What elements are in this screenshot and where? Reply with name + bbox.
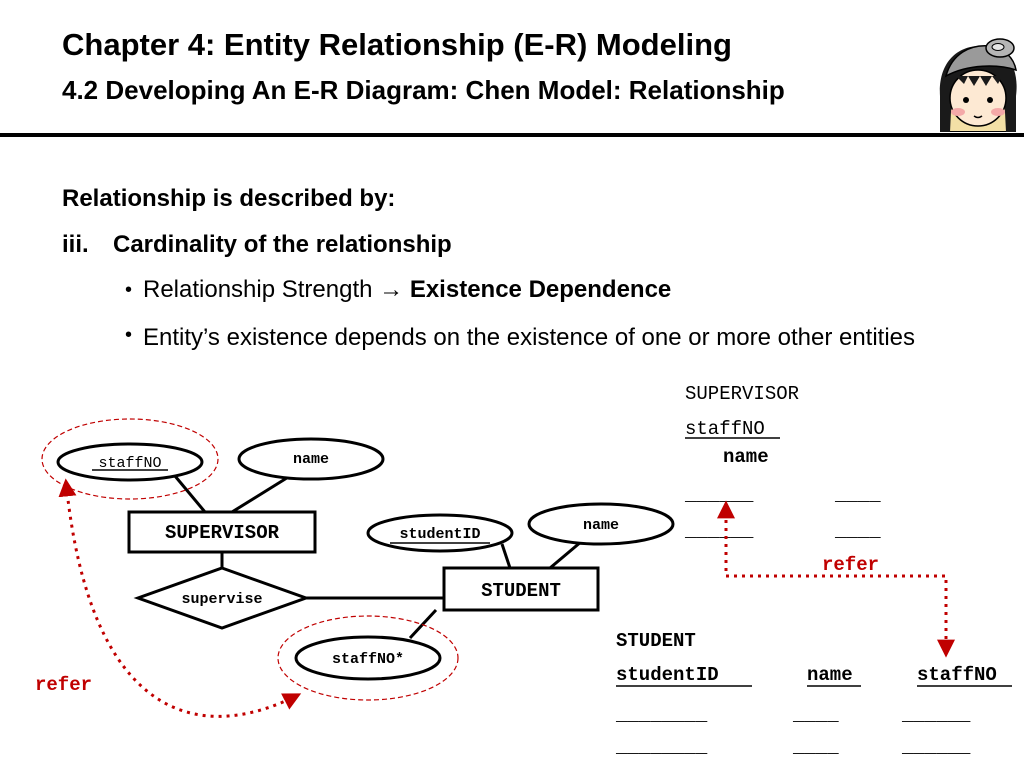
bullet1-bold: Existence Dependence bbox=[409, 276, 672, 303]
schema-student-cell: ______ bbox=[901, 736, 971, 758]
bullet-dot: • bbox=[125, 324, 133, 346]
schema-student-cell: ________ bbox=[615, 736, 708, 758]
entity-student: STUDENT bbox=[442, 566, 600, 612]
entity-student-label: STUDENT bbox=[481, 580, 561, 602]
title-divider bbox=[0, 133, 1024, 137]
schema-supervisor-cell: ____ bbox=[834, 484, 881, 506]
schema-student-col-name: name bbox=[807, 664, 853, 686]
slide-subtitle: 4.2 Developing An E-R Diagram: Chen Mode… bbox=[62, 75, 785, 105]
attr-staffno-label: staffNO bbox=[98, 455, 161, 472]
bullet-relationship-strength: Relationship Strength → Existence Depend… bbox=[143, 275, 671, 305]
schema-supervisor-cell: ______ bbox=[684, 484, 754, 506]
schema-student-col-staffno: staffNO bbox=[917, 664, 997, 686]
item-number: iii. bbox=[62, 231, 89, 258]
refer-arrow-right bbox=[717, 500, 955, 658]
attr-staffno-fk: staffNO* bbox=[294, 635, 442, 681]
schema-student: STUDENT studentID name staffNO ________ … bbox=[615, 630, 1012, 758]
lead-text: Relationship is described by: bbox=[62, 185, 396, 212]
refer-label-right: refer bbox=[822, 554, 879, 576]
schema-supervisor-cell: ______ bbox=[684, 520, 754, 542]
attr-student-name: name bbox=[527, 502, 675, 546]
item-text: Cardinality of the relationship bbox=[113, 231, 452, 258]
schema-student-cell: ____ bbox=[792, 736, 839, 758]
schema-student-cell: ______ bbox=[901, 704, 971, 726]
schema-student-cell: ________ bbox=[615, 704, 708, 726]
attr-studentid: studentID bbox=[366, 513, 514, 553]
schema-supervisor: SUPERVISOR staffNO name ______ ____ ____… bbox=[684, 383, 881, 542]
schema-supervisor-title: SUPERVISOR bbox=[685, 383, 799, 405]
schema-student-col-studentid: studentID bbox=[616, 664, 719, 686]
entity-supervisor: SUPERVISOR bbox=[127, 510, 317, 554]
relationship-supervise-label: supervise bbox=[181, 591, 262, 608]
right-arrow-icon: → bbox=[379, 276, 404, 303]
relationship-supervise: supervise bbox=[133, 566, 311, 630]
fk-highlight-circle bbox=[277, 615, 459, 701]
attr-supervisor-name: name bbox=[237, 437, 385, 481]
schema-student-title: STUDENT bbox=[616, 630, 696, 652]
slide-title: Chapter 4: Entity Relationship (E-R) Mod… bbox=[62, 27, 732, 62]
mascot-logo-icon bbox=[939, 38, 1017, 132]
attr-staffno: staffNO bbox=[56, 442, 204, 482]
schema-supervisor-cell: ____ bbox=[834, 520, 881, 542]
schema-supervisor-col-name: name bbox=[723, 446, 769, 468]
entity-supervisor-label: SUPERVISOR bbox=[165, 522, 280, 544]
schema-student-cell: ____ bbox=[792, 704, 839, 726]
schema-supervisor-col-staffno: staffNO bbox=[685, 418, 765, 440]
attr-student-name-label: name bbox=[583, 517, 619, 534]
attr-supervisor-name-label: name bbox=[293, 451, 329, 468]
bullet-existence-text: Entity’s existence depends on the existe… bbox=[143, 324, 916, 351]
pk-highlight-circle bbox=[41, 418, 219, 500]
attr-staffno-fk-label: staffNO* bbox=[332, 651, 404, 668]
bullet1-prefix: Relationship Strength bbox=[143, 276, 373, 303]
bullet-dot: • bbox=[125, 279, 133, 301]
refer-label-left: refer bbox=[35, 674, 92, 696]
attr-studentid-label: studentID bbox=[399, 526, 480, 543]
